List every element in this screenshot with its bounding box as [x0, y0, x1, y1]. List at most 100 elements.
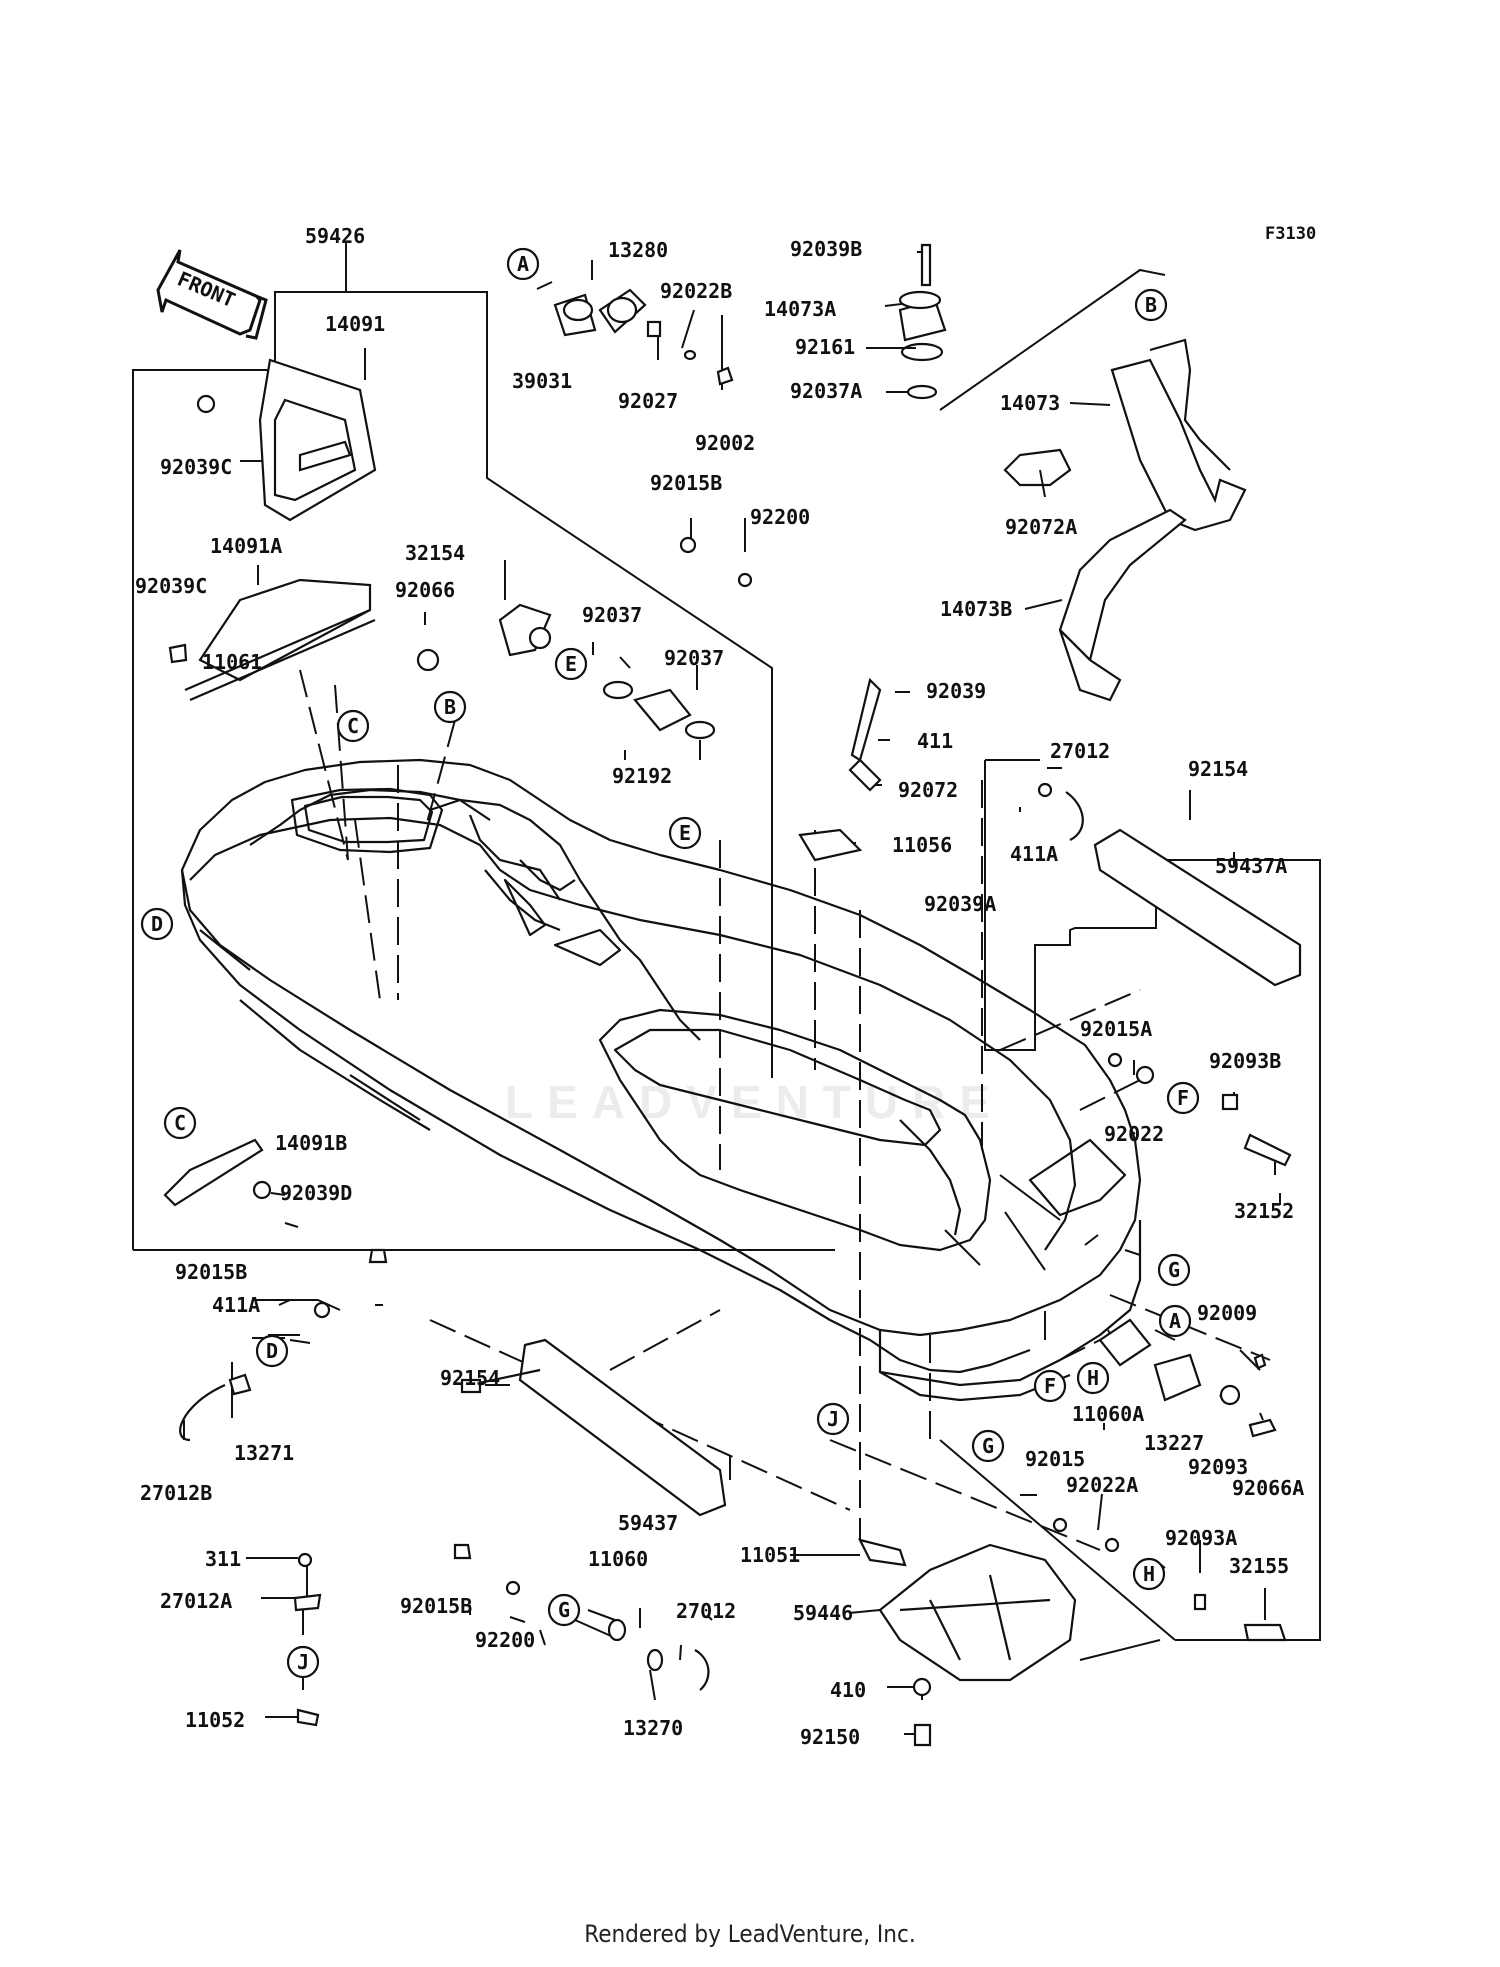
part-311 — [297, 1552, 313, 1568]
part-92039 — [850, 677, 882, 762]
callout-letter: F — [1177, 1086, 1189, 1110]
part-label-59446[interactable]: 59446 — [793, 1601, 853, 1625]
part-label-92015b[interactable]: 92015B — [175, 1260, 247, 1284]
part-92009 — [1253, 1353, 1267, 1370]
part-92022b — [683, 349, 697, 361]
part-label-92009[interactable]: 92009 — [1197, 1301, 1257, 1325]
part-label-14091b[interactable]: 14091B — [275, 1131, 347, 1155]
callout-circle — [816, 1402, 850, 1436]
part-label-92039c[interactable]: 92039C — [160, 455, 232, 479]
part-label-92037[interactable]: 92037 — [664, 646, 724, 670]
part-92037-ring — [602, 680, 634, 700]
part-label-92039a[interactable]: 92039A — [924, 892, 996, 916]
part-label-92093a[interactable]: 92093A — [1165, 1526, 1237, 1550]
part-13271 — [228, 1373, 252, 1396]
part-label-92200[interactable]: 92200 — [475, 1628, 535, 1652]
part-32155 — [1243, 1623, 1287, 1642]
part-label-411[interactable]: 411 — [917, 729, 953, 753]
part-label-27012[interactable]: 27012 — [676, 1599, 736, 1623]
part-label-14091[interactable]: 14091 — [325, 312, 385, 336]
part-label-92200[interactable]: 92200 — [750, 505, 810, 529]
part-label-92150[interactable]: 92150 — [800, 1725, 860, 1749]
part-label-11060[interactable]: 11060 — [588, 1547, 648, 1571]
part-label-92015b[interactable]: 92015B — [650, 471, 722, 495]
part-label-11056[interactable]: 11056 — [892, 833, 952, 857]
part-label-14073a[interactable]: 14073A — [764, 297, 836, 321]
part-label-92039b[interactable]: 92039B — [790, 237, 862, 261]
part-label-32154[interactable]: 32154 — [405, 541, 465, 565]
part-label-92039[interactable]: 92039 — [926, 679, 986, 703]
part-label-92154[interactable]: 92154 — [1188, 757, 1248, 781]
part-label-92037a[interactable]: 92037A — [790, 379, 862, 403]
part-label-11061[interactable]: 11061 — [202, 650, 262, 674]
callout-circle — [1134, 288, 1168, 322]
callout-letter: J — [827, 1407, 839, 1431]
part-label-13270[interactable]: 13270 — [623, 1716, 683, 1740]
part-label-92015a[interactable]: 92015A — [1080, 1017, 1152, 1041]
part-label-13271[interactable]: 13271 — [234, 1441, 294, 1465]
callout-letter: B — [444, 695, 456, 719]
part-label-92022a[interactable]: 92022A — [1066, 1473, 1138, 1497]
part-label-92022[interactable]: 92022 — [1104, 1122, 1164, 1146]
callout-letter: H — [1087, 1366, 1099, 1390]
part-label-92037[interactable]: 92037 — [582, 603, 642, 627]
part-labels: 594261409192039C14091A92039C110619206613… — [135, 224, 1304, 1749]
part-label-92161[interactable]: 92161 — [795, 335, 855, 359]
callout-circle — [1076, 1361, 1110, 1395]
part-label-92154[interactable]: 92154 — [440, 1366, 500, 1390]
part-label-27012a[interactable]: 27012A — [160, 1589, 232, 1613]
part-92015 — [1052, 1517, 1068, 1533]
part-label-14073b[interactable]: 14073B — [940, 597, 1012, 621]
callout-g: G — [1157, 1253, 1191, 1287]
callout-circle — [554, 647, 588, 681]
part-label-32155[interactable]: 32155 — [1229, 1554, 1289, 1578]
part-label-11060a[interactable]: 11060A — [1072, 1402, 1144, 1426]
part-label-59437[interactable]: 59437 — [618, 1511, 678, 1535]
part-label-410[interactable]: 410 — [830, 1678, 866, 1702]
part-label-92015[interactable]: 92015 — [1025, 1447, 1085, 1471]
part-label-14091a[interactable]: 14091A — [210, 534, 282, 558]
part-label-92039d[interactable]: 92039D — [280, 1181, 352, 1205]
part-label-92072[interactable]: 92072 — [898, 778, 958, 802]
part-label-92027[interactable]: 92027 — [618, 389, 678, 413]
part-label-14073[interactable]: 14073 — [1000, 391, 1060, 415]
part-label-92192[interactable]: 92192 — [612, 764, 672, 788]
part-label-92066[interactable]: 92066 — [395, 578, 455, 602]
callout-letter: D — [151, 912, 163, 936]
callout-circle — [1166, 1081, 1200, 1115]
part-label-92072a[interactable]: 92072A — [1005, 515, 1077, 539]
part-label-59426[interactable]: 59426 — [305, 224, 365, 248]
part-92192 — [633, 688, 692, 732]
part-label-92093[interactable]: 92093 — [1188, 1455, 1248, 1479]
part-label-411a[interactable]: 411A — [1010, 842, 1058, 866]
part-label-32152[interactable]: 32152 — [1234, 1199, 1294, 1223]
part-label-92015b[interactable]: 92015B — [400, 1594, 472, 1618]
part-label-92093b[interactable]: 92093B — [1209, 1049, 1281, 1073]
part-label-11052[interactable]: 11052 — [185, 1708, 245, 1732]
part-13227 — [1153, 1353, 1202, 1402]
part-label-27012[interactable]: 27012 — [1050, 739, 1110, 763]
callout-e: E — [554, 647, 588, 681]
part-label-11051[interactable]: 11051 — [740, 1543, 800, 1567]
part-label-59437a[interactable]: 59437A — [1215, 854, 1287, 878]
part-14073-pipe — [1110, 358, 1247, 532]
part-label-27012b[interactable]: 27012B — [140, 1481, 212, 1505]
part-label-92039c[interactable]: 92039C — [135, 574, 207, 598]
part-label-13227[interactable]: 13227 — [1144, 1431, 1204, 1455]
part-label-92002[interactable]: 92002 — [695, 431, 755, 455]
callout-circle — [971, 1429, 1005, 1463]
part-92027 — [646, 320, 662, 338]
part-label-92022b[interactable]: 92022B — [660, 279, 732, 303]
part-label-311[interactable]: 311 — [205, 1547, 241, 1571]
part-14091-plate — [258, 358, 377, 522]
part-label-13280[interactable]: 13280 — [608, 238, 668, 262]
callout-letter: E — [679, 821, 691, 845]
part-label-92066a[interactable]: 92066A — [1232, 1476, 1304, 1500]
part-410 — [912, 1677, 932, 1697]
part-label-411a[interactable]: 411A — [212, 1293, 260, 1317]
part-411a-lower — [313, 1301, 331, 1319]
part-27012b — [179, 1383, 226, 1442]
part-label-39031[interactable]: 39031 — [512, 369, 572, 393]
